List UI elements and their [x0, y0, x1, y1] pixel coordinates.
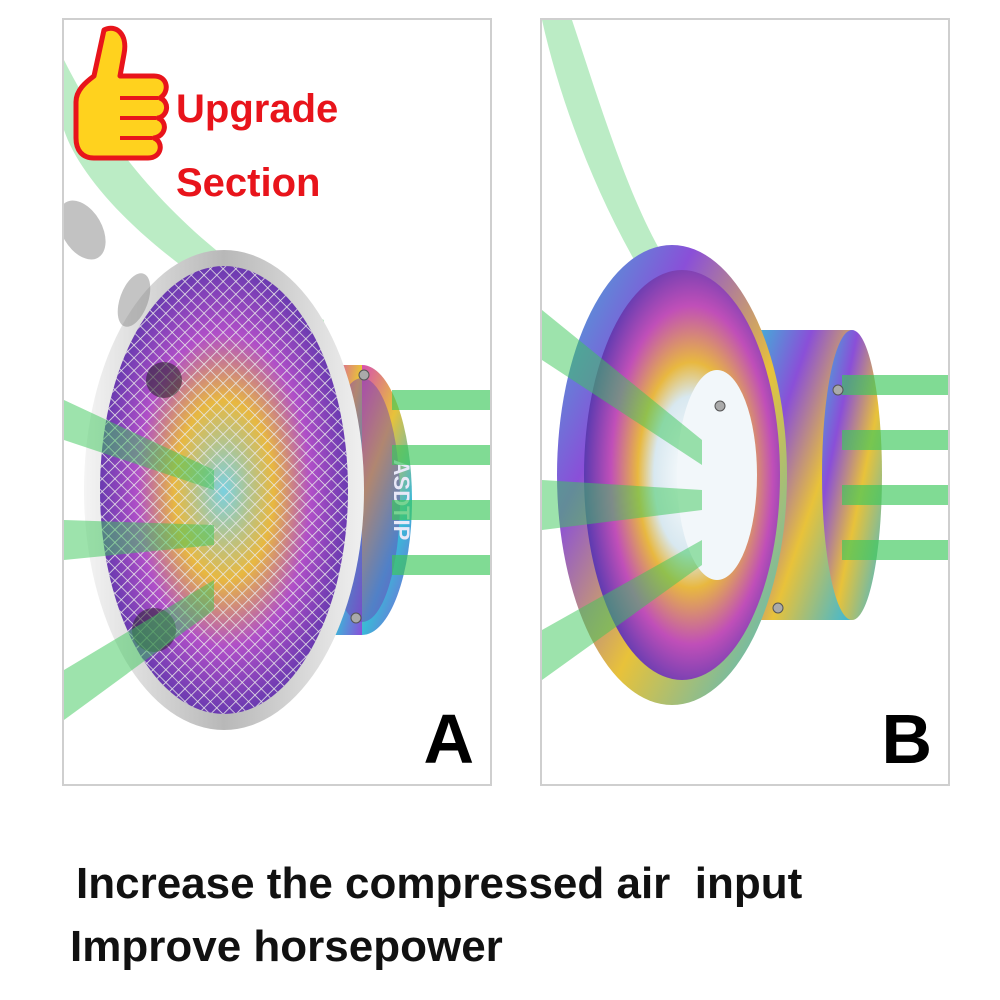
panel-label-a: A: [423, 700, 474, 778]
screw: [772, 602, 784, 614]
throat-opening: [677, 370, 757, 580]
leaf: [64, 200, 106, 260]
screw: [832, 384, 844, 396]
airflow-ray: [542, 480, 702, 530]
airflow-bar: [392, 500, 490, 520]
mesh-velocity-stack-illustration: ASDTIP: [64, 60, 490, 730]
panel-a: ASDTIP Upgrade Section A: [62, 18, 492, 786]
airflow-ray: [64, 400, 214, 490]
leaf: [117, 273, 151, 327]
airflow-bar: [842, 485, 948, 505]
airflow-ray: [64, 580, 214, 720]
airflow-bar: [392, 555, 490, 575]
upgrade-banner: Upgrade Section: [176, 72, 338, 220]
airflow-ray: [64, 520, 214, 560]
airflow-ray: [542, 540, 702, 680]
banner-line-1: Upgrade: [176, 87, 339, 131]
airflow-bar: [392, 445, 490, 465]
open-velocity-stack-illustration: [542, 20, 948, 705]
airflow-bar: [842, 430, 948, 450]
airflow-ray: [542, 310, 702, 465]
caption-line-2: Improve horsepower: [70, 922, 503, 971]
screw: [358, 369, 370, 381]
airflow-arc: [542, 20, 672, 290]
thumbs-up-icon: [73, 25, 169, 161]
airflow-bar: [392, 390, 490, 410]
airflow-bar: [842, 375, 948, 395]
panel-label-b: B: [881, 700, 932, 778]
banner-line-2: Section: [176, 161, 321, 205]
screw: [350, 612, 362, 624]
caption-line-1: Increase the compressed air input: [76, 859, 803, 908]
debris: [146, 362, 182, 398]
screw: [714, 400, 726, 412]
rear-collar: [822, 330, 882, 620]
airflow-bar: [842, 540, 948, 560]
panel-b: B: [540, 18, 950, 786]
